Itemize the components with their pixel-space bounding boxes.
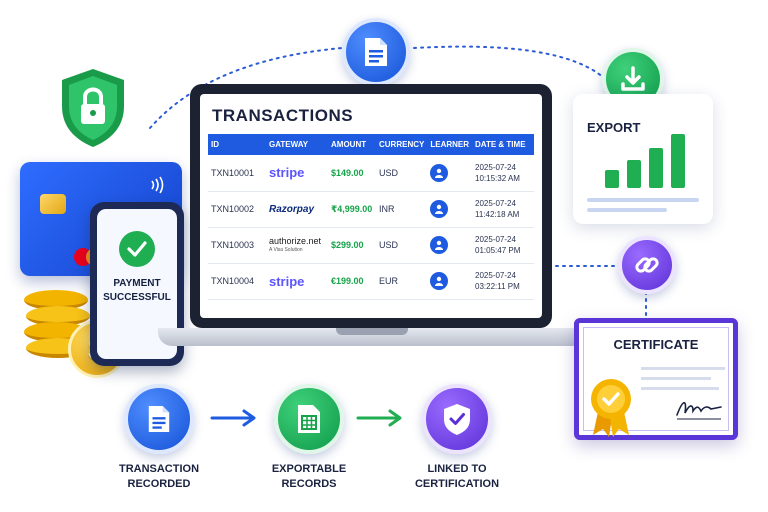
contactless-icon: [151, 176, 164, 194]
cell-amount: $299.00: [328, 227, 376, 264]
table-row[interactable]: TXN10002 Razorpay ₹4,999.00 INR 2025-07-…: [208, 191, 534, 228]
bar-chart-icon: [605, 134, 685, 188]
cell-date: 2025-07-24: [475, 271, 516, 280]
user-icon[interactable]: [430, 163, 449, 182]
award-ribbon-icon: [591, 379, 631, 437]
payment-status-line2: SUCCESSFUL: [103, 292, 171, 303]
link-badge[interactable]: [618, 236, 676, 294]
table-row[interactable]: TXN10004 stripe €199.00 EUR 2025-07-24 03…: [208, 263, 534, 300]
checkmark-icon: [119, 231, 155, 267]
exportable-records-badge: [274, 384, 344, 454]
shield-lock-icon: [58, 66, 128, 150]
certificate-line: [641, 367, 725, 370]
user-icon[interactable]: [430, 272, 449, 290]
laptop-base: [158, 328, 586, 346]
cell-id: TXN10003: [208, 227, 266, 264]
column-header-id: ID: [211, 140, 219, 149]
step-label-linked-to-certification: LINKED TO CERTIFICATION: [392, 462, 522, 492]
arrow-right-icon: [356, 409, 402, 427]
document-icon: [365, 38, 387, 66]
payment-status-line1: PAYMENT: [113, 278, 161, 289]
transactions-panel: TRANSACTIONS ID GATEWAY AMOUNT CURRENCY …: [200, 94, 542, 318]
gateway-logo-stripe: stripe: [269, 165, 305, 181]
download-icon: [621, 66, 645, 91]
column-header-date-time: DATE & TIME: [475, 140, 526, 149]
cell-currency: USD: [376, 155, 428, 192]
export-line: [587, 198, 699, 202]
cell-time: 10:15:32 AM: [475, 173, 520, 183]
step-label-transaction-recorded: TRANSACTION RECORDED: [94, 462, 224, 492]
column-header-learner: LEARNER: [430, 140, 470, 149]
transactions-title: TRANSACTIONS: [212, 106, 354, 125]
certificate[interactable]: CERTIFICATE: [574, 318, 738, 440]
certificate-line: [641, 377, 711, 380]
export-label: EXPORT: [587, 120, 641, 135]
step-label-line1: TRANSACTION: [118, 463, 200, 475]
transactions-table: ID GATEWAY AMOUNT CURRENCY LEARNER DATE …: [208, 134, 534, 300]
step-label-line2: CERTIFICATION: [414, 478, 500, 490]
certificate-line: [641, 387, 719, 390]
signature-icon: [676, 401, 722, 420]
gateway-name: authorize.net: [269, 235, 322, 246]
document-icon: [148, 406, 170, 432]
export-card[interactable]: EXPORT: [573, 94, 713, 224]
export-line: [587, 208, 667, 212]
gateway-subtitle: A Visa Solution: [269, 246, 303, 253]
step-label-line1: EXPORTABLE: [271, 463, 347, 475]
step-label-line2: RECORDED: [127, 478, 191, 490]
cell-amount: $149.00: [328, 155, 376, 192]
phone-screen: PAYMENT SUCCESSFUL: [97, 209, 177, 359]
cell-amount: €199.00: [328, 263, 376, 300]
arrow-right-icon: [210, 409, 256, 427]
cell-id: TXN10001: [208, 155, 266, 192]
laptop-screen: TRANSACTIONS ID GATEWAY AMOUNT CURRENCY …: [190, 84, 552, 328]
gateway-logo-stripe: stripe: [269, 273, 305, 289]
cell-date: 2025-07-24: [475, 162, 516, 172]
transaction-recorded-badge: [124, 384, 194, 454]
gateway-logo-razorpay: Razorpay: [269, 203, 315, 215]
payment-status: PAYMENT SUCCESSFUL: [103, 277, 171, 305]
cell-time: 03:22:11 PM: [475, 282, 520, 291]
user-icon[interactable]: [430, 236, 449, 254]
column-header-amount: AMOUNT: [331, 140, 367, 149]
document-badge: [342, 18, 410, 86]
cell-currency: USD: [376, 227, 428, 264]
link-icon: [635, 257, 659, 273]
linked-to-certification-badge: [422, 384, 492, 454]
cell-time: 01:05:47 PM: [475, 246, 521, 255]
card-chip: [40, 194, 66, 214]
cell-amount: ₹4,999.00: [328, 191, 376, 228]
verified-shield-icon: [444, 404, 470, 435]
step-label-line1: LINKED TO: [427, 463, 487, 475]
user-icon[interactable]: [430, 200, 449, 218]
step-label-exportable-records: EXPORTABLE RECORDS: [244, 462, 374, 492]
cell-id: TXN10004: [208, 263, 266, 300]
cell-time: 11:42:18 AM: [475, 210, 520, 219]
cell-currency: INR: [376, 191, 428, 228]
column-header-gateway: GATEWAY: [269, 140, 309, 149]
certificate-title: CERTIFICATE: [613, 337, 699, 352]
table-header-row: ID GATEWAY AMOUNT CURRENCY LEARNER DATE …: [208, 134, 534, 155]
cell-date: 2025-07-24: [475, 199, 516, 208]
step-label-line2: RECORDS: [281, 478, 337, 490]
cell-currency: EUR: [376, 263, 428, 300]
cell-id: TXN10002: [208, 191, 266, 228]
column-header-currency: CURRENCY: [379, 140, 425, 149]
laptop-notch: [336, 328, 408, 335]
spreadsheet-icon: [298, 405, 320, 433]
certificate-border: [583, 327, 729, 431]
cell-date: 2025-07-24: [475, 235, 516, 244]
